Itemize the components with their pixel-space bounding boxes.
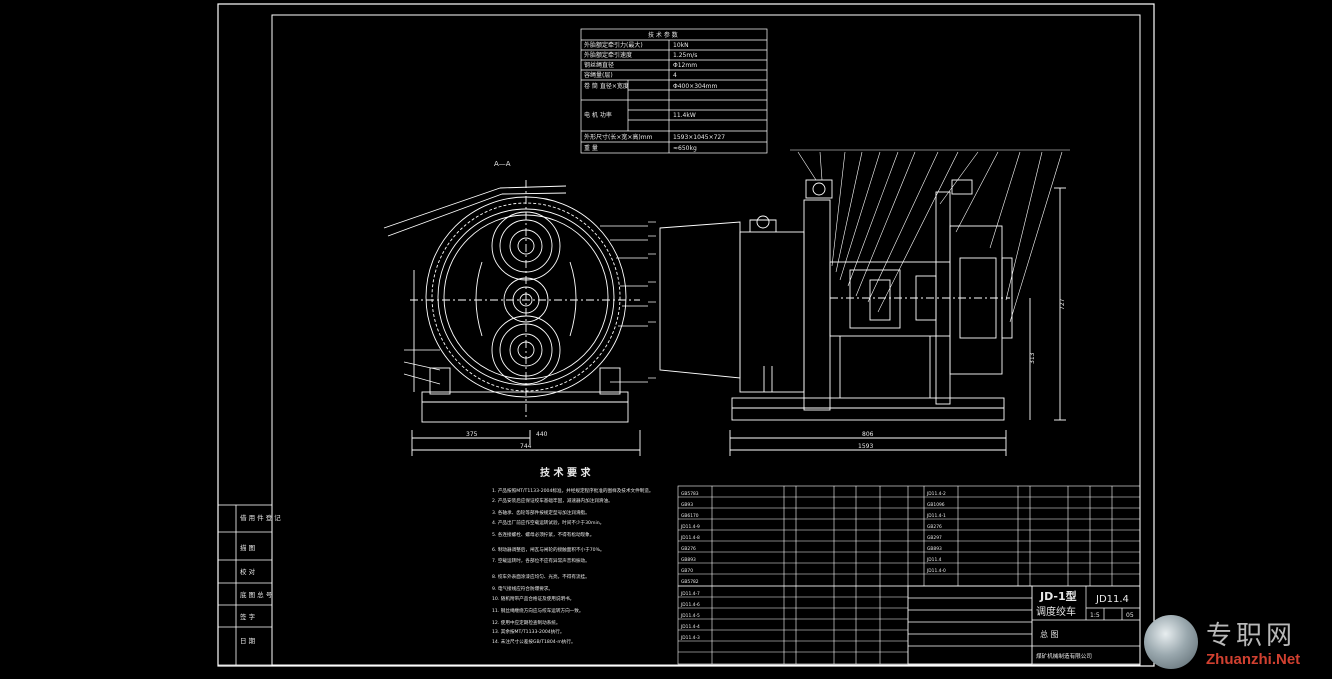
- outer-frame: [217, 3, 1155, 667]
- param-table-title: 技 术 参 数: [648, 31, 678, 39]
- bom-code: JD11.4-9: [680, 524, 700, 530]
- title-sheets: 05: [1126, 612, 1134, 619]
- winch-side-section: [659, 179, 1066, 456]
- param-value: 1593×1045×727: [673, 134, 725, 141]
- bom-code: GB5783: [681, 491, 699, 497]
- bom-code: GB5782: [681, 579, 699, 585]
- param-value: Φ12mm: [673, 62, 697, 69]
- inner-frame: [271, 14, 1141, 666]
- param-value: ≈650kg: [673, 145, 697, 152]
- tech-req-line: 5. 各连接螺栓、螺母必须拧紧，不得有松动现象。: [492, 531, 594, 538]
- param-label: 电 机 功率: [584, 111, 612, 119]
- title-scale: 1:5: [1090, 612, 1100, 619]
- tech-req-line: 7. 空载运转时，各部位不应有异常声音和振动。: [492, 557, 590, 564]
- dimension-label: 744: [520, 443, 532, 450]
- bom-code: GB893: [927, 546, 942, 552]
- bom-codes: GB5783 GB93 GB6170 JD11.4-9 JD11.4-8 GB2…: [680, 491, 946, 641]
- tech-req-list: 1. 产品按照MT/T1133-2004标准，并经规定程序批准的图样及技术文件制…: [492, 487, 653, 645]
- param-label: 外胎额定牵引速度: [584, 51, 632, 59]
- tech-req-line: 8. 绞车外表面涂漆应均匀、光亮，不得有流挂。: [492, 573, 590, 580]
- param-value: Φ400×304mm: [673, 83, 717, 90]
- left-block-text: 借 用 件 登 记 描 图 校 对 底 图 总 号 签 字 日 期: [240, 513, 281, 645]
- left-registration-block: [217, 504, 273, 666]
- dimension-label: 727: [1059, 298, 1066, 310]
- bom-code: JD11.4-0: [926, 568, 946, 574]
- tech-req-line: 10. 随机附带产品合格证及使用说明书。: [492, 595, 574, 602]
- left-block-line: 底 图 总 号: [240, 590, 273, 599]
- param-label: 外形尺寸(长×宽×高)mm: [584, 133, 653, 141]
- parameter-table-text: 技 术 参 数 外胎额定牵引力(最大) 10kN 外胎额定牵引速度 1.25m/…: [584, 31, 725, 152]
- tech-req-line: 12. 使用中应定期检查制动系统。: [492, 619, 561, 626]
- title-product-name: 调度绞车: [1036, 605, 1076, 618]
- left-block-line: 校 对: [240, 567, 256, 576]
- tech-req-line: 9. 电气接线应符合防爆要求。: [492, 585, 553, 592]
- param-label: 容绳量(层): [584, 71, 613, 79]
- tech-req-line: 3. 各轴承、齿轮等部件按规定型号加注润滑脂。: [492, 509, 590, 516]
- watermark-cn: 专职网: [1206, 621, 1297, 651]
- left-callouts: [403, 221, 656, 385]
- param-value: 10kN: [673, 42, 689, 49]
- tech-req-line: 1. 产品按照MT/T1133-2004标准，并经规定程序批准的图样及技术文件制…: [492, 487, 653, 494]
- section-label: A—A: [494, 160, 511, 168]
- bom-code: GB276: [927, 524, 942, 530]
- bill-of-materials: [677, 485, 1141, 665]
- bom-code: GB1096: [927, 502, 945, 508]
- param-label: 重 量: [584, 144, 598, 152]
- param-label: 钢丝绳直径: [584, 61, 614, 69]
- dimension-label: 313: [1029, 352, 1036, 364]
- param-value: 1.25m/s: [673, 52, 697, 59]
- bom-code: JD11.4-1: [926, 513, 946, 519]
- title-view-name: 总 图: [1040, 629, 1059, 639]
- left-block-line: 借 用 件 登 记: [240, 513, 281, 522]
- bom-code: GB93: [681, 502, 693, 508]
- param-value: 4: [673, 72, 677, 79]
- bom-code: JD11.4-6: [680, 602, 700, 608]
- bom-code: JD11.4-8: [680, 535, 700, 541]
- tech-req-line: 11. 钢丝绳缠绕方向应与绞车运转方向一致。: [492, 607, 583, 614]
- parameter-table: [580, 28, 768, 154]
- drum-end-view: [383, 180, 641, 456]
- dimension-label: 1593: [858, 443, 873, 450]
- title-company: 煤矿机械制造有限公司: [1036, 652, 1092, 660]
- dimension-label: 375: [466, 431, 478, 438]
- param-label: 外胎额定牵引力(最大): [584, 41, 643, 49]
- left-block-line: 描 图: [240, 543, 255, 552]
- tech-req-line: 6. 制动器调整后，闸瓦与闸轮的接触面积不小于70%。: [492, 546, 605, 553]
- watermark-en: Zhuanzhi.Net: [1206, 651, 1301, 668]
- left-block-line: 日 期: [240, 637, 256, 645]
- param-value: 11.4kW: [673, 112, 696, 119]
- bom-code: JD11.4-2: [926, 491, 946, 497]
- tech-req-line: 14. 未注尺寸公差按GB/T1804-m执行。: [492, 638, 576, 645]
- bom-code: GB70: [681, 568, 693, 574]
- title-code: JD11.4: [1095, 594, 1129, 605]
- bom-code: JD11.4-7: [680, 591, 700, 597]
- side-view-leaders: [790, 149, 1070, 323]
- title-product: JD-1型: [1039, 589, 1077, 603]
- bom-code: JD11.4-5: [680, 613, 700, 619]
- param-label: 卷 筒 直径×宽度: [584, 82, 629, 90]
- bom-code: GB6170: [681, 513, 699, 519]
- watermark-logo-icon: [1144, 615, 1198, 669]
- title-block: [907, 585, 1141, 665]
- bom-code: JD11.4-4: [680, 624, 700, 630]
- left-block-line: 签 字: [240, 612, 256, 621]
- tech-req-title: 技 术 要 求: [540, 466, 591, 479]
- bom-code: GB276: [681, 546, 696, 552]
- watermark: 专职网 Zhuanzhi.Net: [1144, 611, 1324, 673]
- bom-code: JD11.4: [926, 557, 942, 563]
- tech-req-line: 13. 其余按MT/T1133-2004执行。: [492, 628, 565, 635]
- bom-code: GB893: [681, 557, 696, 563]
- tech-req-line: 2. 产品安装后应保证绞车基础牢固，减速器内加注润滑油。: [492, 497, 613, 504]
- bom-code: GB297: [927, 535, 942, 541]
- dimension-label: 440: [536, 431, 548, 438]
- tech-req-line: 4. 产品出厂前应作空载运转试验，时间不少于30min。: [492, 519, 604, 526]
- bom-code: JD11.4-3: [680, 635, 700, 641]
- dimension-label: 806: [862, 431, 874, 438]
